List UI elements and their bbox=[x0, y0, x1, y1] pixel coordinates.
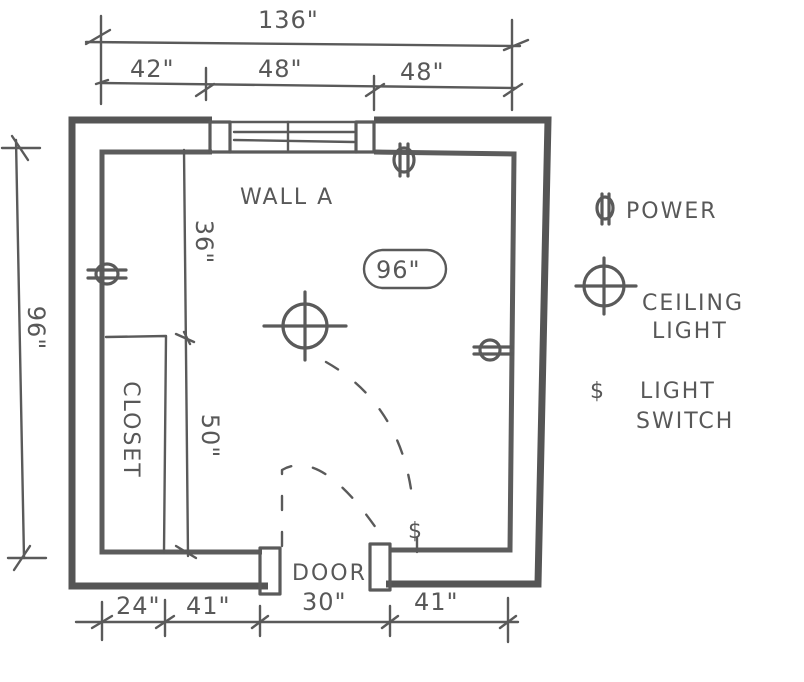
legend-ceiling-light-label-1: CEILING bbox=[642, 291, 744, 316]
legend-light-switch-label-1: LIGHT bbox=[640, 379, 716, 404]
wall-a-label: WALL A bbox=[240, 185, 334, 210]
top-dimension-lines bbox=[84, 14, 530, 112]
bottom-segment-4-label: 41" bbox=[414, 588, 459, 616]
power-outlet-icon-left bbox=[86, 262, 128, 286]
left-dimension-line bbox=[0, 134, 48, 572]
ceiling-height-badge bbox=[362, 248, 448, 290]
power-outlet-icon-top bbox=[392, 142, 416, 178]
top-segment-3-label: 48" bbox=[400, 58, 445, 86]
closet bbox=[104, 148, 198, 560]
closet-lower-dimension: 50" bbox=[196, 414, 224, 459]
bottom-dimension-lines bbox=[74, 596, 520, 644]
ceiling-light-icon bbox=[262, 290, 348, 362]
legend: POWER CEILING LIGHT $ LIGHT SWITCH bbox=[574, 192, 744, 434]
power-outlet-icon-right bbox=[472, 338, 514, 362]
legend-ceiling-light-icon bbox=[574, 256, 638, 316]
legend-light-switch-icon: $ bbox=[590, 379, 606, 404]
overall-width-label: 136" bbox=[258, 6, 319, 34]
door-label: DOOR bbox=[292, 561, 367, 586]
bottom-segment-1-label: 24" bbox=[116, 592, 161, 620]
overall-height-label: 96" bbox=[22, 306, 50, 351]
closet-label: CLOSET bbox=[118, 381, 143, 478]
window bbox=[208, 120, 376, 154]
top-segment-1-label: 42" bbox=[130, 55, 175, 83]
bottom-segment-3-label: 30" bbox=[302, 588, 347, 616]
outer-walls bbox=[68, 116, 552, 590]
door bbox=[258, 360, 414, 596]
bottom-segment-2-label: 41" bbox=[186, 592, 231, 620]
ceiling-height-label: 96" bbox=[376, 256, 421, 284]
legend-light-switch-label-2: SWITCH bbox=[636, 409, 734, 434]
legend-power-icon bbox=[595, 192, 615, 226]
legend-ceiling-light-label-2: LIGHT bbox=[652, 319, 728, 344]
light-switch-symbol: $ bbox=[408, 519, 424, 544]
closet-upper-dimension: 36" bbox=[190, 220, 218, 265]
legend-power-label: POWER bbox=[626, 199, 718, 224]
top-segment-2-label: 48" bbox=[258, 55, 303, 83]
